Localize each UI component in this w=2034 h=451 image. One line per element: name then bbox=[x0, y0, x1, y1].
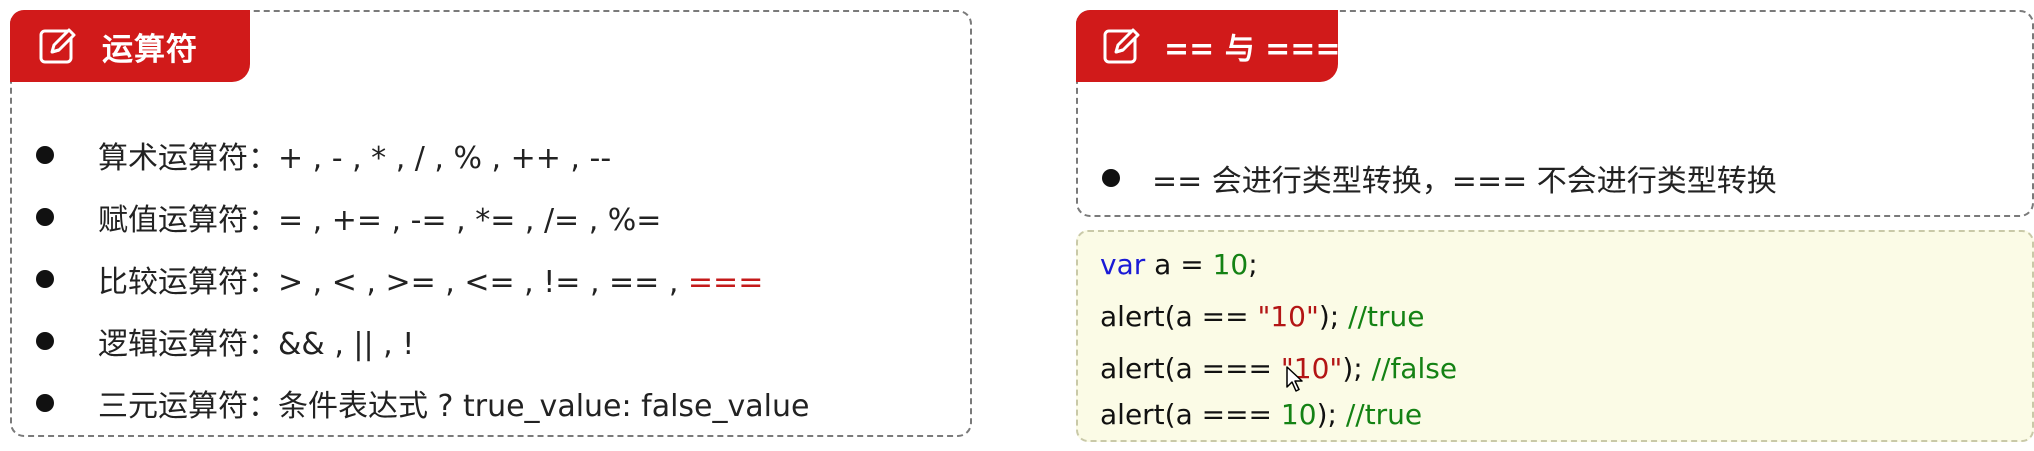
list-item: 三元运算符：条件表达式 ? true_value: false_value bbox=[12, 372, 970, 434]
code-line: alert(a === 10); //true bbox=[1100, 388, 1422, 440]
code-block: var a = 10; alert(a == "10"); //true ale… bbox=[1076, 230, 2034, 442]
item-value: 条件表达式 ? true_value: false_value bbox=[278, 389, 810, 424]
edit-note-icon bbox=[36, 24, 80, 68]
mouse-pointer-icon bbox=[1285, 365, 1305, 393]
item-label: 算术运算符： bbox=[98, 141, 278, 176]
equality-list: == 会进行类型转换，=== 不会进行类型转换 bbox=[1078, 148, 2032, 208]
code-comment: //true bbox=[1345, 397, 1423, 431]
code-text: alert(a == bbox=[1100, 299, 1258, 333]
equality-card: == 与 === == 会进行类型转换，=== 不会进行类型转换 bbox=[1076, 10, 2034, 217]
code-text: alert(a === bbox=[1100, 351, 1281, 385]
list-item: 算术运算符：+ , - , * , / , % , ++ , -- bbox=[12, 124, 970, 186]
code-keyword: var bbox=[1100, 247, 1146, 281]
bullet-icon bbox=[36, 270, 54, 288]
item-value: && , || , ! bbox=[278, 327, 415, 362]
operators-card: 运算符 算术运算符：+ , - , * , / , % , ++ , -- 赋值… bbox=[10, 10, 972, 437]
bullet-icon bbox=[36, 394, 54, 412]
code-line: alert(a === "10"); //false bbox=[1100, 342, 1457, 394]
list-item: == 会进行类型转换，=== 不会进行类型转换 bbox=[1078, 148, 2032, 208]
code-line: var a = 10; bbox=[1100, 238, 1258, 290]
edit-note-icon bbox=[1102, 24, 1142, 68]
item-text: == 会进行类型转换，=== 不会进行类型转换 bbox=[1152, 164, 1777, 199]
operator-list: 算术运算符：+ , - , * , / , % , ++ , -- 赋值运算符：… bbox=[12, 124, 970, 434]
code-text: ); bbox=[1342, 351, 1372, 385]
bullet-icon bbox=[36, 208, 54, 226]
item-label: 三元运算符： bbox=[98, 389, 278, 424]
bullet-icon bbox=[1102, 169, 1120, 187]
code-text: a = bbox=[1145, 247, 1213, 281]
item-label: 赋值运算符： bbox=[98, 203, 278, 238]
code-line: alert(a == "10"); //true bbox=[1100, 290, 1424, 342]
code-text: alert(a === bbox=[1100, 397, 1281, 431]
code-number: 10 bbox=[1280, 397, 1317, 431]
item-label: 比较运算符： bbox=[98, 265, 278, 300]
highlighted-operator: === bbox=[687, 265, 764, 300]
code-text: ); bbox=[1316, 397, 1346, 431]
bullet-icon bbox=[36, 146, 54, 164]
card-header-tab: == 与 === bbox=[1076, 10, 1341, 82]
code-string: "10" bbox=[1257, 299, 1319, 333]
code-number: 10 bbox=[1212, 247, 1249, 281]
code-comment: //true bbox=[1348, 299, 1425, 333]
item-value: = , += , -= , *= , /= , %= bbox=[278, 203, 662, 238]
list-item: 赋值运算符：= , += , -= , *= , /= , %= bbox=[12, 186, 970, 248]
item-label: 逻辑运算符： bbox=[98, 327, 278, 362]
card-header-tab: 运算符 bbox=[10, 10, 250, 82]
bullet-icon bbox=[36, 332, 54, 350]
card-title: 运算符 bbox=[102, 31, 198, 68]
code-comment: //false bbox=[1371, 351, 1458, 385]
item-value: > , < , >= , <= , != , == , bbox=[278, 265, 688, 300]
list-item: 逻辑运算符：&& , || , ! bbox=[12, 310, 970, 372]
item-value: + , - , * , / , % , ++ , -- bbox=[278, 141, 612, 176]
code-text: ; bbox=[1248, 247, 1258, 281]
card-title: == 与 === bbox=[1164, 32, 1341, 67]
code-text: ); bbox=[1318, 299, 1349, 333]
list-item: 比较运算符：> , < , >= , <= , != , == , === bbox=[12, 248, 970, 310]
